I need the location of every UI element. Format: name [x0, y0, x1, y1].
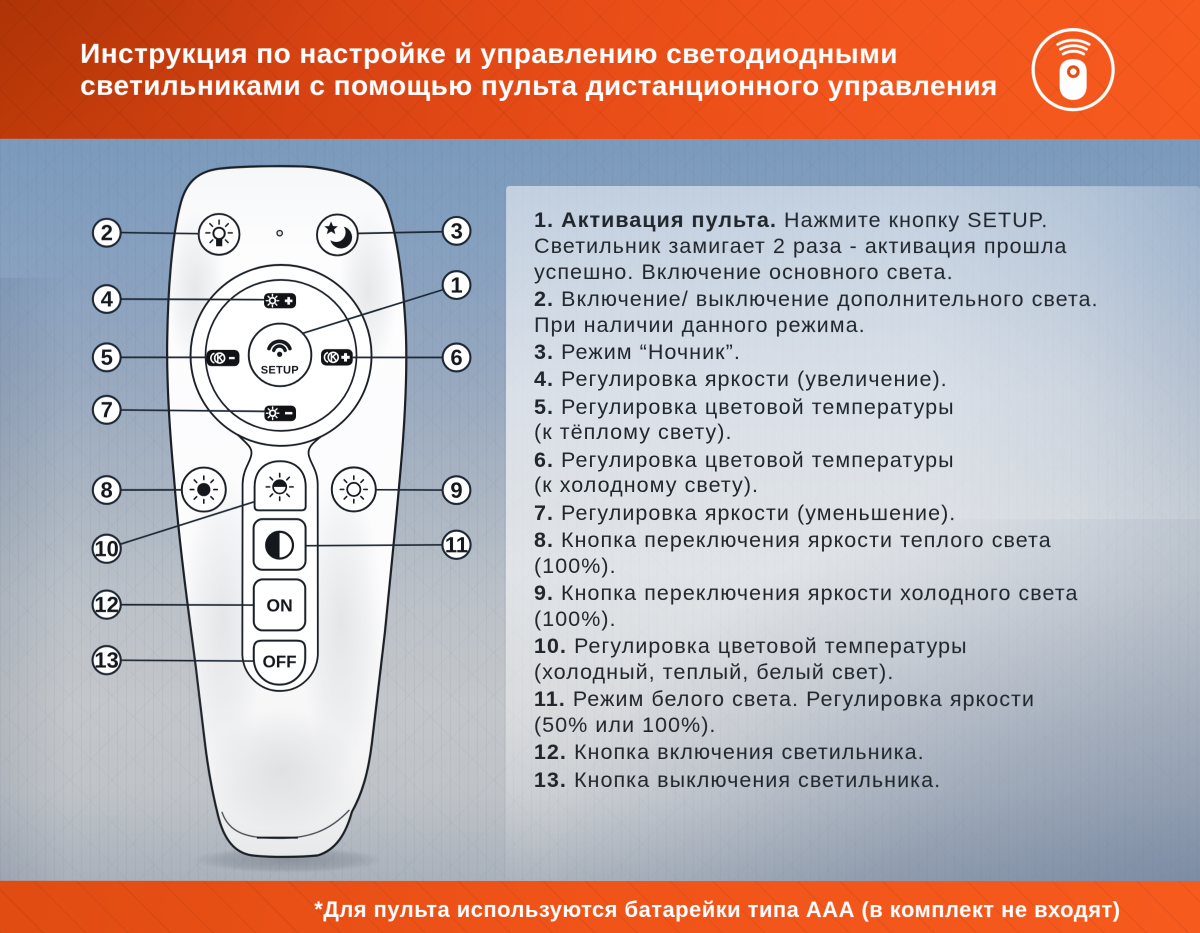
svg-text:4: 4 — [101, 286, 114, 311]
svg-text:SETUP: SETUP — [261, 364, 299, 376]
svg-text:11: 11 — [445, 532, 468, 557]
svg-text:12: 12 — [94, 592, 119, 617]
svg-text:8: 8 — [101, 477, 113, 502]
svg-text:1: 1 — [450, 273, 462, 298]
svg-text:5: 5 — [101, 345, 113, 370]
svg-text:ON: ON — [266, 595, 292, 615]
svg-text:7: 7 — [101, 397, 113, 422]
svg-text:2: 2 — [101, 220, 113, 245]
svg-text:6: 6 — [450, 345, 462, 370]
svg-text:10: 10 — [94, 536, 119, 561]
svg-text:9: 9 — [450, 478, 462, 503]
svg-text:3: 3 — [451, 218, 463, 243]
svg-text:OFF: OFF — [263, 652, 297, 671]
svg-text:13: 13 — [94, 648, 119, 673]
